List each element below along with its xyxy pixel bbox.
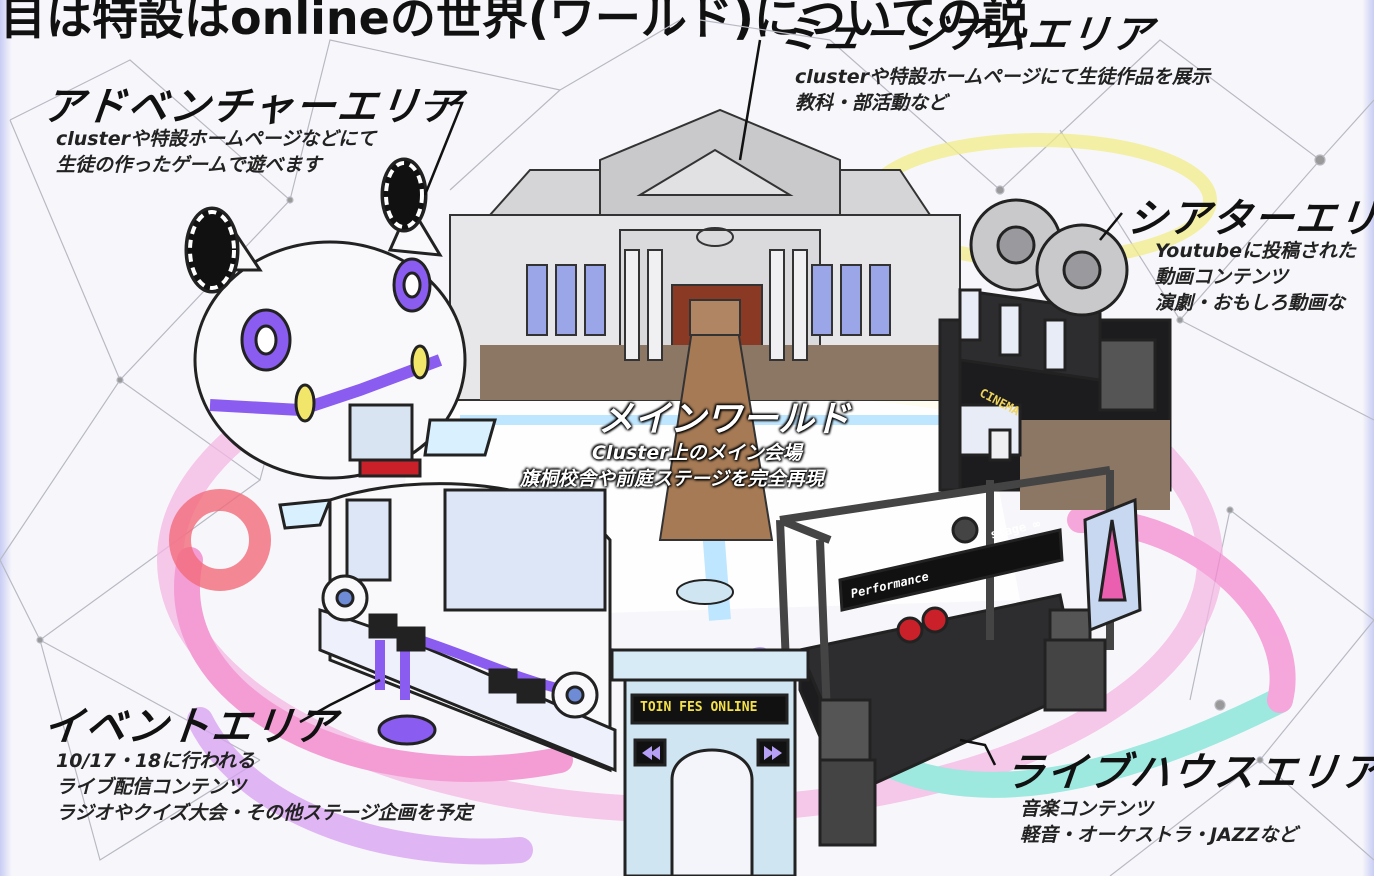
event-desc-line-3: ラジオやクイズ大会・その他ステージ企画を予定 [56,802,473,824]
livehouse-desc-line-2: 軽音・オーケストラ・JAZZなど [1020,824,1298,846]
main-world-title: メインワールド [598,399,851,440]
adventure-desc-line-1: clusterや特設ホームページなどにて [56,128,377,150]
gate-sign: TOIN FES ONLINE [640,700,758,715]
event-desc-line-1: 10/17・18に行われる [56,750,256,772]
adventure-desc-line-2: 生徒の作ったゲームで遊べます [56,154,322,176]
theater-desc-line-1: Youtubeに投稿された [1155,240,1356,262]
museum-desc-line-1: clusterや特設ホームページにて生徒作品を展示 [795,66,1211,88]
livehouse-title: ライブハウスエリア [1002,750,1374,796]
central-tower [658,299,774,541]
header-text: 目は特設はonlineの世界(ワールド)についての説 [0,0,1029,45]
livehouse-desc-line-1: 音楽コンテンツ [1020,798,1154,820]
event-desc-line-2: ライブ配信コンテンツ [56,776,247,798]
fountain [676,579,734,605]
main-world-desc-line-2: 旗桐校舎や前庭ステージを完全再現 [520,468,824,490]
theater-building [938,198,1172,510]
adventure-title: アドベンチャーエリア [41,84,466,130]
entrance-gate [610,648,810,876]
museum-desc-line-2: 教科・部活動など [795,92,948,114]
event-title: イベントエリア [41,704,340,750]
main-world-desc-line-1: Cluster上のメイン会場 [592,442,802,464]
event-stage [318,482,617,773]
museum-title: ミュージアムエリア [777,12,1157,58]
theater-desc-line-3: 演劇・おもしろ動画な [1155,292,1346,314]
adventure-creature [184,157,497,530]
theater-desc-line-2: 動画コンテンツ [1155,266,1289,288]
leader-lines [299,39,1123,766]
theater-title: シアターエリア [1125,196,1374,242]
